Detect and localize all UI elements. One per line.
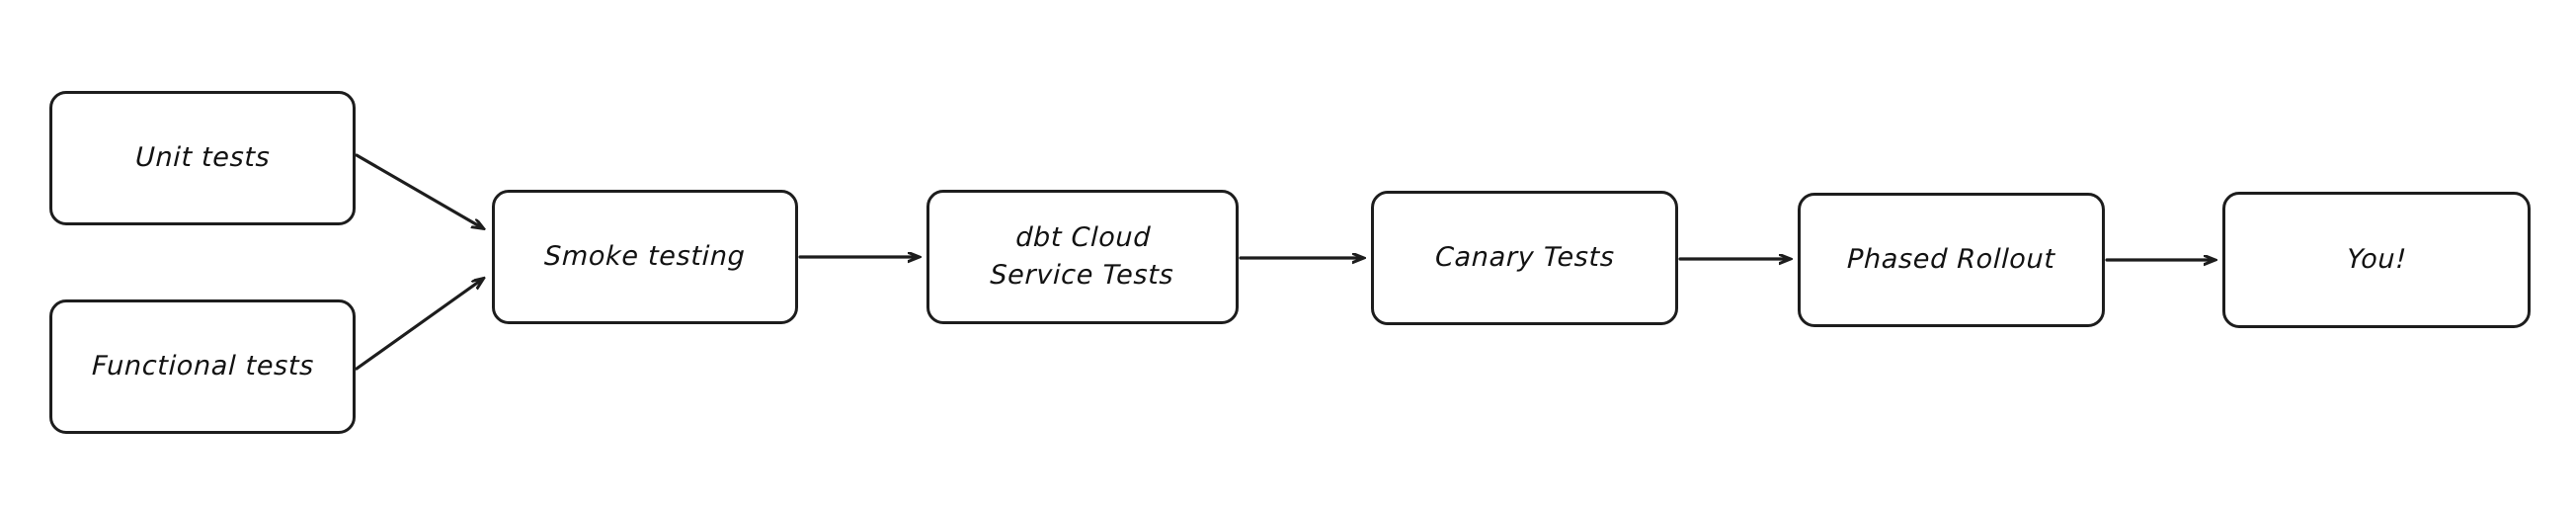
edge-functional-to-smoke [355,279,483,371]
node-label-unit-tests: Unit tests [134,141,271,173]
node-label-dbt-cloud-service-tests: dbt Cloud Service Tests [989,221,1174,291]
edge-unit-to-smoke [355,153,483,228]
node-canary-tests[interactable]: Canary Tests [1371,191,1678,325]
node-label-smoke-testing: Smoke testing [543,240,747,272]
node-label-canary-tests: Canary Tests [1434,241,1615,273]
node-functional-tests[interactable]: Functional tests [49,299,356,434]
node-label-phased-rollout: Phased Rollout [1846,243,2056,275]
node-unit-tests[interactable]: Unit tests [49,91,356,225]
node-smoke-testing[interactable]: Smoke testing [492,190,798,324]
node-phased-rollout[interactable]: Phased Rollout [1798,193,2105,327]
node-you[interactable]: You! [2222,192,2531,328]
node-label-you: You! [2346,243,2407,275]
node-dbt-cloud-service-tests[interactable]: dbt Cloud Service Tests [926,190,1239,324]
node-label-functional-tests: Functional tests [90,350,315,382]
